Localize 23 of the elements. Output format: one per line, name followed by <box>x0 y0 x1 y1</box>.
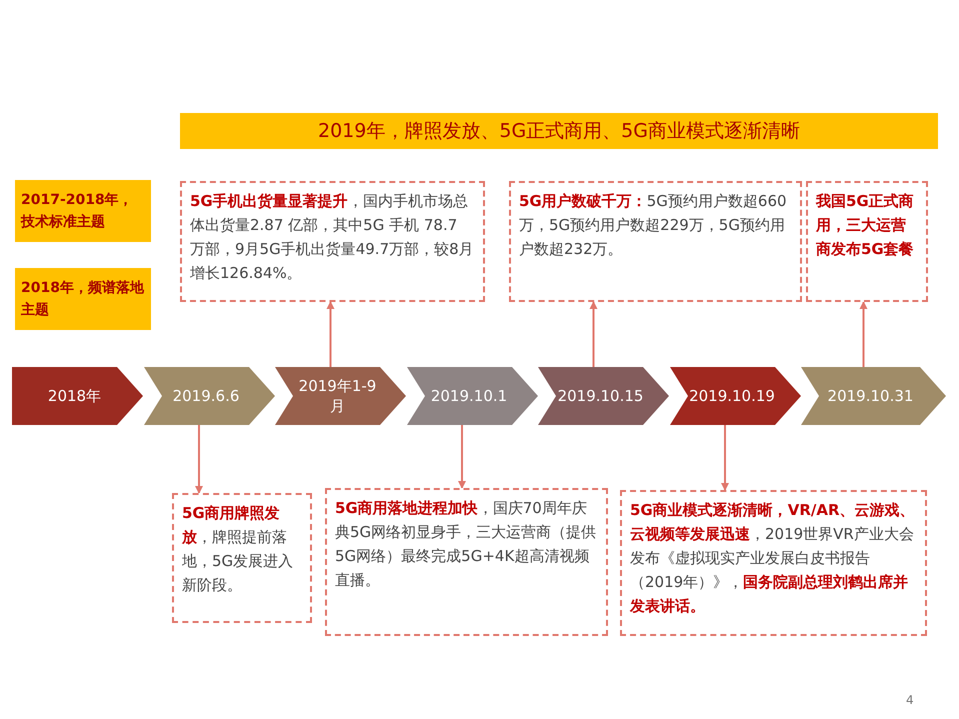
timeline-step: 2019.10.15 <box>538 367 669 425</box>
event-card: 5G商用牌照发放，牌照提前落地，5G发展进入新阶段。 <box>172 493 312 623</box>
event-card: 5G商业模式逐渐清晰，VR/AR、云游戏、云视频等发展迅速，2019世界VR产业大会发布《虚拟现实产业发展白皮书报告（2019年）》，国务院副总理刘鹤出席并发表讲话。 <box>620 490 927 636</box>
event-card: 5G用户数破千万：5G预约用户数超660万，5G预约用户数超229万，5G预约用户数超232万。 <box>509 181 802 302</box>
timeline-step: 2018年 <box>12 367 143 425</box>
event-card: 我国5G正式商用，三大运营商发布5G套餐 <box>806 181 928 302</box>
title-bar: 2019年，牌照发放、5G正式商用、5G商业模式逐渐清晰 <box>180 113 938 149</box>
timeline-step: 2019.6.6 <box>144 367 274 425</box>
arrow <box>721 425 729 491</box>
arrow <box>590 301 598 367</box>
arrow <box>195 425 203 494</box>
page-number: 4 <box>906 693 914 707</box>
arrow <box>860 301 868 367</box>
theme-tag: 2017-2018年，技术标准主题 <box>15 180 151 242</box>
timeline-step: 2019.10.19 <box>670 367 800 425</box>
arrow <box>458 425 466 489</box>
event-card: 5G手机出货量显著提升，国内手机市场总体出货量2.87 亿部，其中5G 手机 78.7 万部，9月5G手机出货量49.7万部，较8月增长126.84%。 <box>180 181 485 302</box>
timeline-step: 2019年1-9月 <box>275 367 406 425</box>
arrow <box>326 301 334 367</box>
theme-tag: 2018年，频谱落地主题 <box>15 268 151 330</box>
timeline-step: 2019.10.31 <box>801 367 946 425</box>
timeline-step: 2019.10.1 <box>406 367 538 425</box>
event-card: 5G商用落地进程加快，国庆70周年庆典5G网络初显身手，三大运营商（提供5G网络）最终完成5G+4K超高清视频直播。 <box>325 488 608 636</box>
